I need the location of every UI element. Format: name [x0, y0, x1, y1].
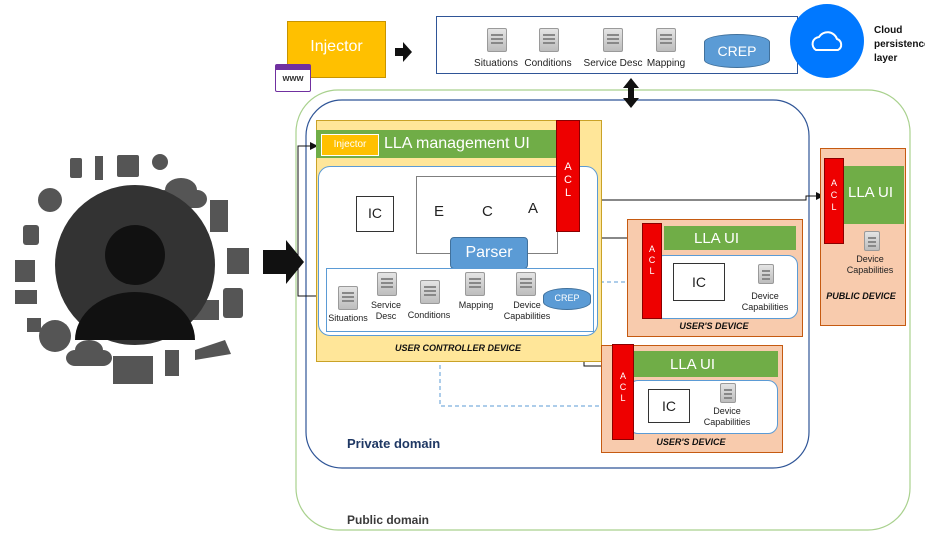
controller-doc-device-capabilities-icon — [516, 272, 536, 296]
controller-acl-letter-l: L — [564, 187, 572, 199]
user-controller-device-label: USER CONTROLLER DEVICE — [394, 343, 521, 353]
public-device-label: PUBLIC DEVICE — [826, 291, 896, 301]
pipeline-stage-e: E — [434, 203, 445, 220]
public-domain-frame — [295, 89, 911, 531]
users-device-1-doc-label: Device Capabilities — [741, 291, 789, 312]
users-device-2-acl-c: C — [619, 382, 627, 392]
users-device-2-acl-l: L — [620, 393, 626, 403]
controller-acl: A C L — [556, 120, 580, 232]
public-device-lla-ui-bar: LLA UI — [838, 166, 904, 224]
users-device-2-ic-label: IC — [662, 398, 676, 414]
parser-label: Parser — [465, 244, 513, 261]
pipeline-stage-c: C — [482, 203, 493, 220]
iot-user-illustration — [15, 154, 249, 384]
controller-doc-situations-icon — [338, 286, 358, 310]
pipeline-stage-a: A — [528, 200, 539, 217]
users-device-1-acl: A C L — [642, 223, 662, 319]
users-device-1-label: USER'S DEVICE — [679, 321, 749, 331]
controller-doc-service-desc-label: Service Desc — [370, 300, 401, 321]
cloud-doc-mapping-label: Mapping — [646, 58, 686, 69]
parser-box: Parser — [450, 237, 528, 269]
users-device-1-acl-c: C — [648, 255, 656, 265]
public-device-lla-ui-title: LLA UI — [848, 184, 894, 201]
users-device-2-doc-label: Device Capabilities — [703, 406, 751, 427]
cloud-crep-label: CREP — [717, 43, 757, 59]
private-domain-label: Private domain — [347, 436, 441, 451]
controller-doc-service-desc-icon — [377, 272, 397, 296]
users-device-2-lla-ui-title: LLA UI — [670, 356, 716, 373]
users-device-2-lla-ui-bar: LLA UI — [634, 351, 778, 377]
cloud-title-line-3: layer — [874, 53, 898, 64]
controller-doc-conditions-icon — [420, 280, 440, 304]
users-device-2-doc-icon — [720, 383, 736, 403]
users-device-2-acl-a: A — [619, 371, 626, 381]
cloud-doc-conditions-icon — [539, 28, 559, 52]
cloud-crep-cylinder: CREP — [704, 34, 770, 68]
controller-crep-label: CREP — [554, 293, 580, 303]
controller-ic-label: IC — [368, 205, 382, 221]
cloud-injector-label: Injector — [310, 38, 363, 55]
controller-acl-letter-c: C — [564, 174, 572, 186]
controller-doc-situations-label: Situations — [328, 313, 368, 323]
public-device-acl: A C L — [824, 158, 844, 244]
users-device-1-ic-box: IC — [673, 263, 725, 301]
controller-ic-box: IC — [356, 196, 394, 232]
cloud-doc-situations-icon — [487, 28, 507, 52]
users-device-2-acl: A C L — [612, 344, 634, 440]
users-device-2-label: USER'S DEVICE — [656, 437, 726, 447]
controller-doc-conditions-label: Conditions — [407, 310, 451, 320]
public-device-acl-c: C — [830, 190, 838, 200]
controller-doc-mapping-icon — [465, 272, 485, 296]
cloud-doc-service-desc-label: Service Desc — [583, 58, 643, 69]
cloud-doc-conditions-label: Conditions — [524, 58, 572, 69]
www-icon: www — [275, 64, 311, 92]
user-silhouette — [75, 225, 195, 340]
cloud-doc-mapping-icon — [656, 28, 676, 52]
cloud-persistence-layer-title: Cloud persistence layer — [874, 24, 925, 66]
cloud-doc-situations-label: Situations — [474, 58, 518, 69]
controller-doc-mapping-label: Mapping — [458, 300, 494, 310]
users-device-2-ic-box: IC — [648, 389, 690, 423]
public-domain-label: Public domain — [347, 513, 430, 527]
public-device-acl-l: L — [831, 202, 837, 212]
users-device-1-ic-label: IC — [692, 274, 706, 290]
www-label: www — [282, 73, 304, 83]
controller-injector: Injector — [321, 134, 379, 156]
private-domain-frame — [305, 99, 810, 469]
users-device-1-lla-ui-bar: LLA UI — [664, 226, 796, 250]
public-device-doc-icon — [864, 231, 880, 251]
cloud-title-line-1: Cloud — [874, 25, 903, 36]
users-device-1-acl-l: L — [649, 266, 655, 276]
controller-crep-cylinder: CREP — [543, 288, 591, 310]
controller-acl-letter-a: A — [564, 161, 572, 173]
cloud-title-line-2: persistence — [874, 39, 925, 50]
controller-injector-label: Injector — [333, 139, 367, 150]
users-device-1-lla-ui-title: LLA UI — [694, 230, 740, 247]
public-device-acl-a: A — [830, 178, 837, 188]
users-device-1-acl-a: A — [648, 244, 655, 254]
user-arrow — [263, 240, 304, 284]
controller-doc-device-capabilities-label: Device Capabilities — [503, 300, 551, 321]
public-device-doc-label: Device Capabilities — [846, 254, 894, 275]
cloud-doc-service-desc-icon — [603, 28, 623, 52]
users-device-1-doc-icon — [758, 264, 774, 284]
lla-management-ui-title: LLA management UI — [384, 135, 530, 152]
cloud-icon — [790, 4, 864, 78]
